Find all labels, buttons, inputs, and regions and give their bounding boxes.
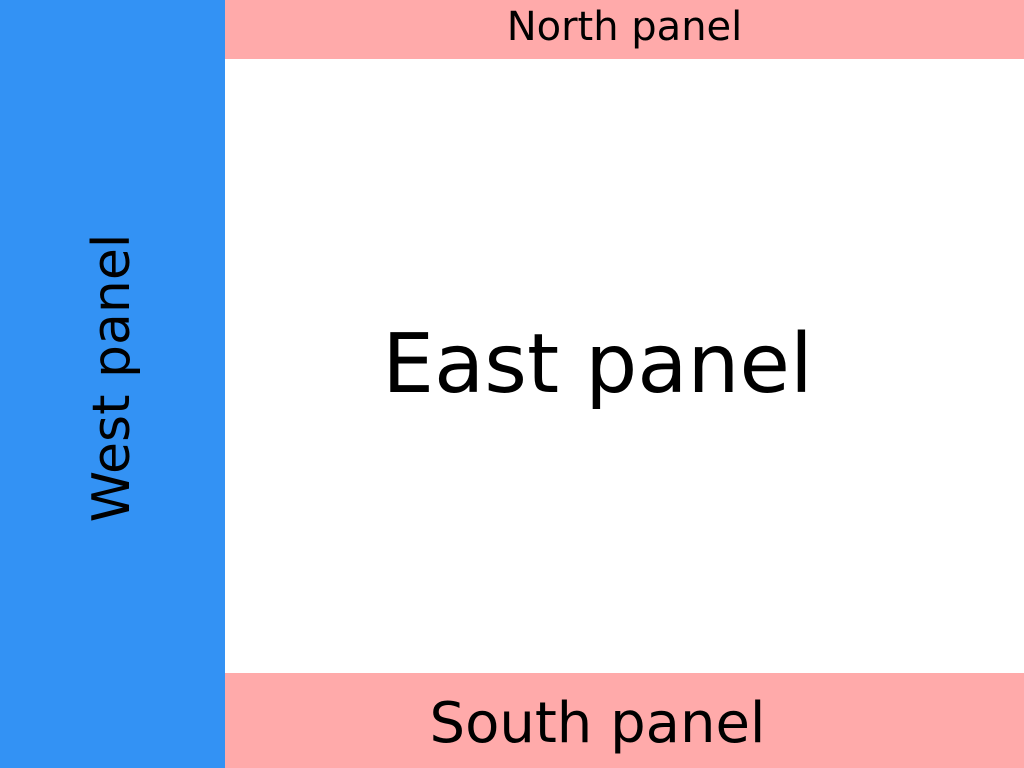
west-panel: West panel <box>0 0 225 768</box>
north-panel-label: North panel <box>506 3 743 50</box>
south-panel: South panel <box>225 673 1024 768</box>
south-panel-label: South panel <box>429 690 766 756</box>
east-panel-label: East panel <box>382 317 813 412</box>
east-panel: East panel <box>225 59 1024 673</box>
west-panel-label: West panel <box>82 233 142 523</box>
north-panel: North panel <box>225 0 1024 59</box>
